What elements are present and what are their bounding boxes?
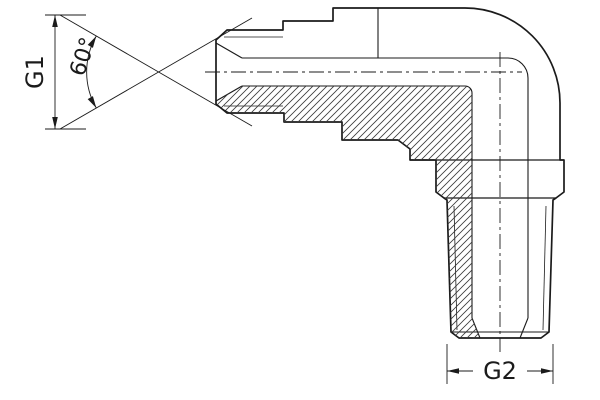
g1-label: G1 — [21, 55, 49, 89]
cone-construction-lines — [59, 14, 253, 130]
angle-dimension: 60° — [66, 34, 102, 109]
centerlines — [205, 52, 522, 352]
g2-arrow-right — [541, 368, 553, 374]
angle-arrow-top — [87, 36, 97, 48]
g1-arrow-bottom — [52, 117, 58, 129]
g2-dimension: G2 — [446, 344, 554, 385]
cone-line-lower — [59, 14, 253, 127]
cone-line-upper — [59, 17, 253, 130]
cone-seat-upper-flank — [215, 42, 243, 59]
angle-label: 60° — [66, 34, 102, 79]
g2-arrow-left — [447, 368, 459, 374]
g1-arrow-top — [52, 15, 58, 27]
thread-root-bottom-2 — [542, 205, 547, 331]
section-hatch — [216, 86, 480, 338]
g1-dimension: G1 — [21, 14, 86, 130]
angle-arrow-bottom — [87, 96, 97, 108]
bore-upper-wall — [242, 57, 529, 318]
g2-label: G2 — [483, 357, 517, 385]
